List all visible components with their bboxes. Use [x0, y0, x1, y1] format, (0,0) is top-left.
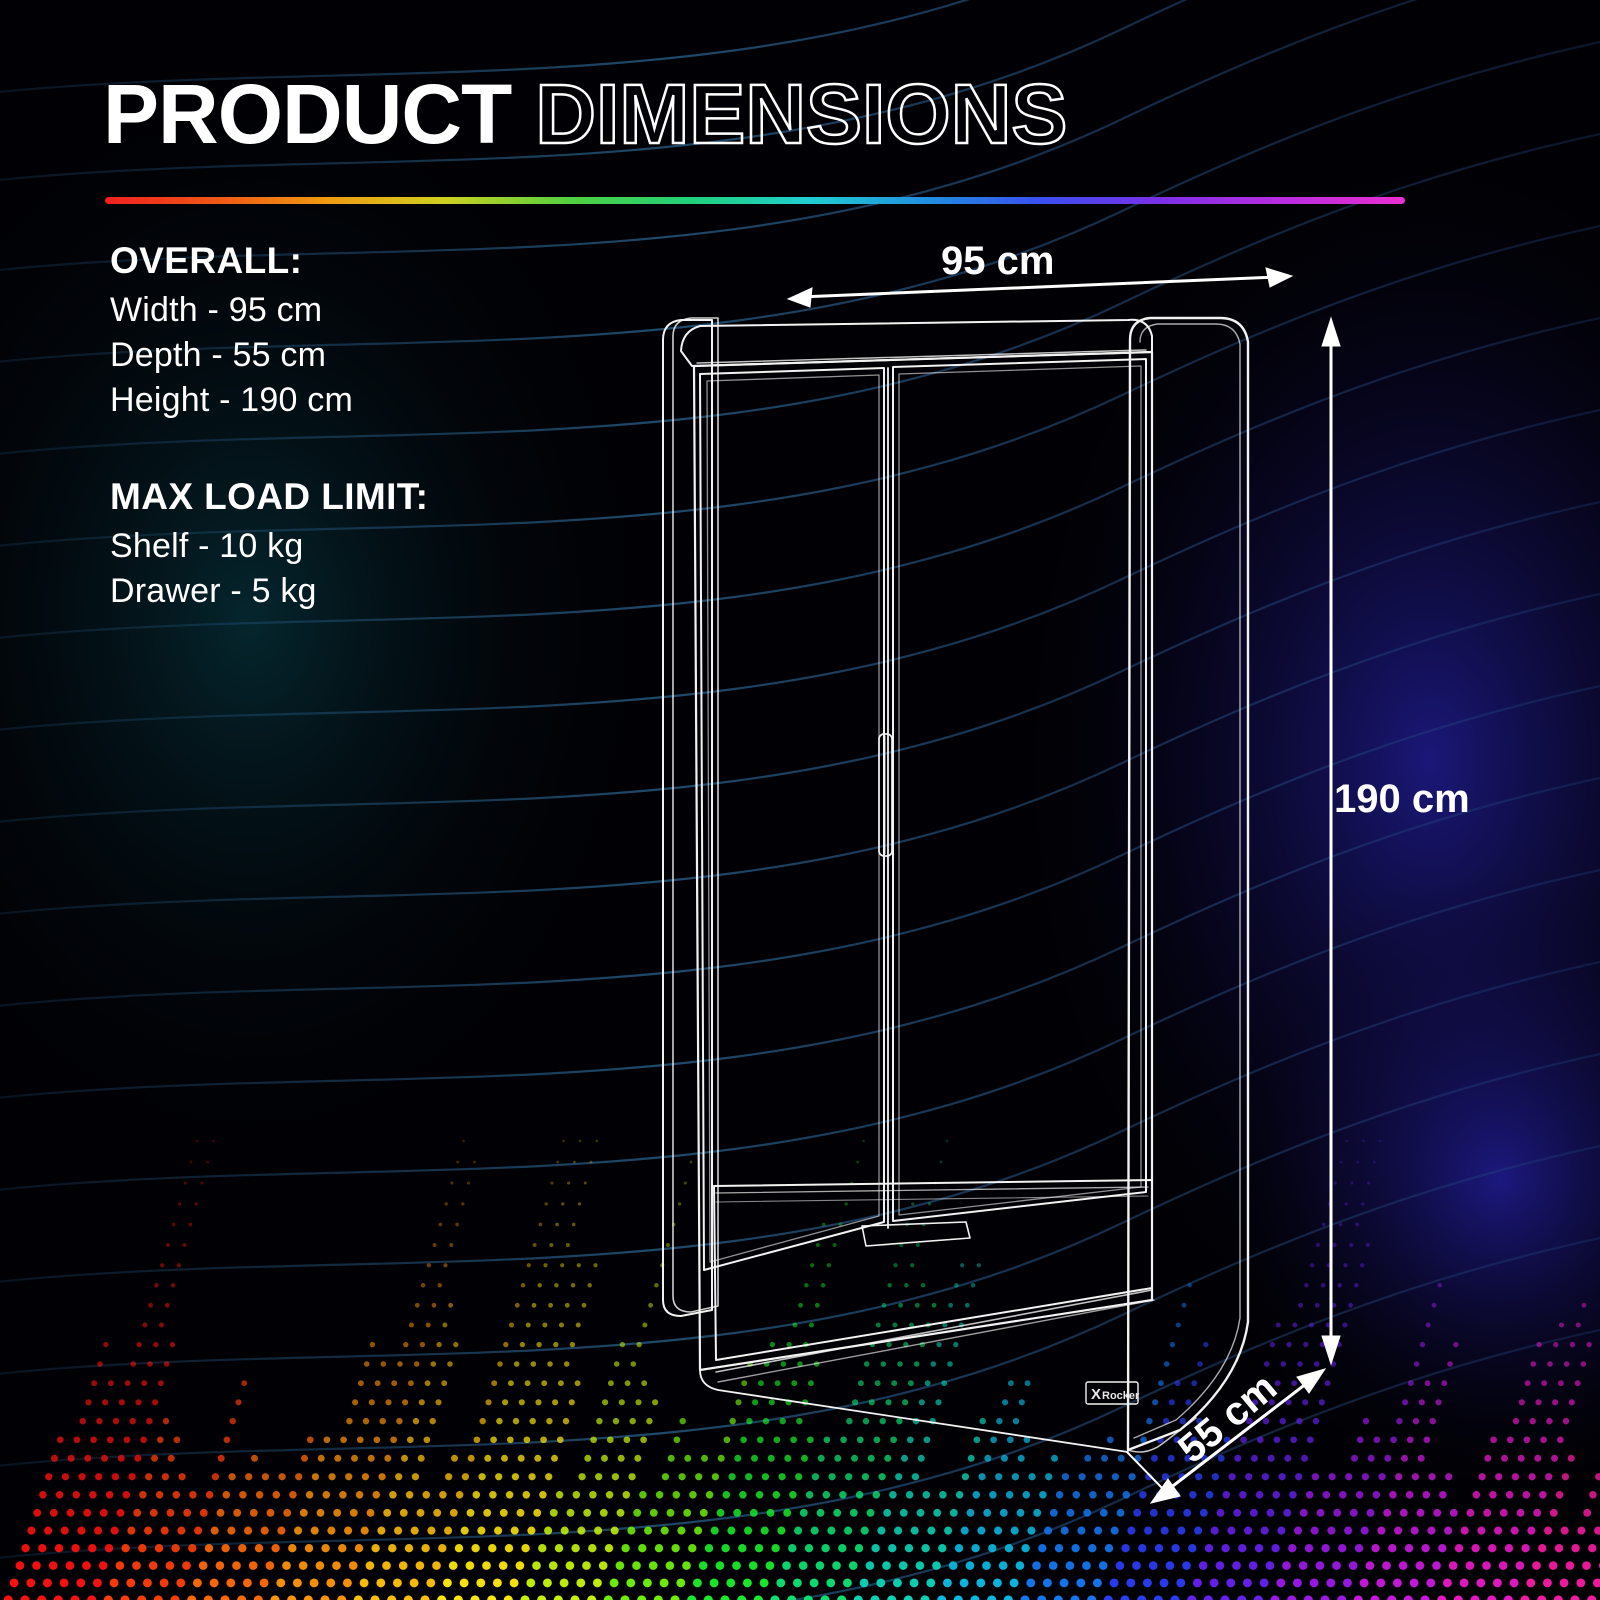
depth-leader-line [1126, 1451, 1164, 1490]
brand-logo: X [1091, 1386, 1101, 1403]
drawer-load: Drawer - 5 kg [110, 571, 317, 610]
title-word-product: PRODUCT [103, 67, 512, 161]
height-label: 190 cm [1334, 777, 1470, 821]
shelf-load: Shelf - 10 kg [110, 526, 304, 565]
width-dimension-arrow [786, 267, 1294, 308]
rainbow-accent-bar [105, 197, 1405, 204]
specifications-block: OVERALL: Width - 95 cm Depth - 55 cm Hei… [110, 240, 428, 614]
max-load-heading: MAX LOAD LIMIT: [110, 475, 429, 517]
width-label: 95 cm [941, 239, 1055, 283]
height-dimension-arrow [1321, 316, 1341, 1366]
overall-height: Height - 190 cm [110, 381, 353, 420]
spec-spacer [110, 424, 428, 476]
depth-dimension-arrow [1149, 1368, 1327, 1504]
page-title: PRODUCT DIMENSIONS [103, 67, 1069, 161]
overall-depth: Depth - 55 cm [110, 336, 327, 375]
overall-heading: OVERALL: [110, 240, 303, 281]
overall-width: Width - 95 cm [110, 291, 323, 329]
brand-logo-word: Rocker [1102, 1390, 1140, 1402]
title-word-dimensions: DIMENSIONS [534, 67, 1069, 161]
